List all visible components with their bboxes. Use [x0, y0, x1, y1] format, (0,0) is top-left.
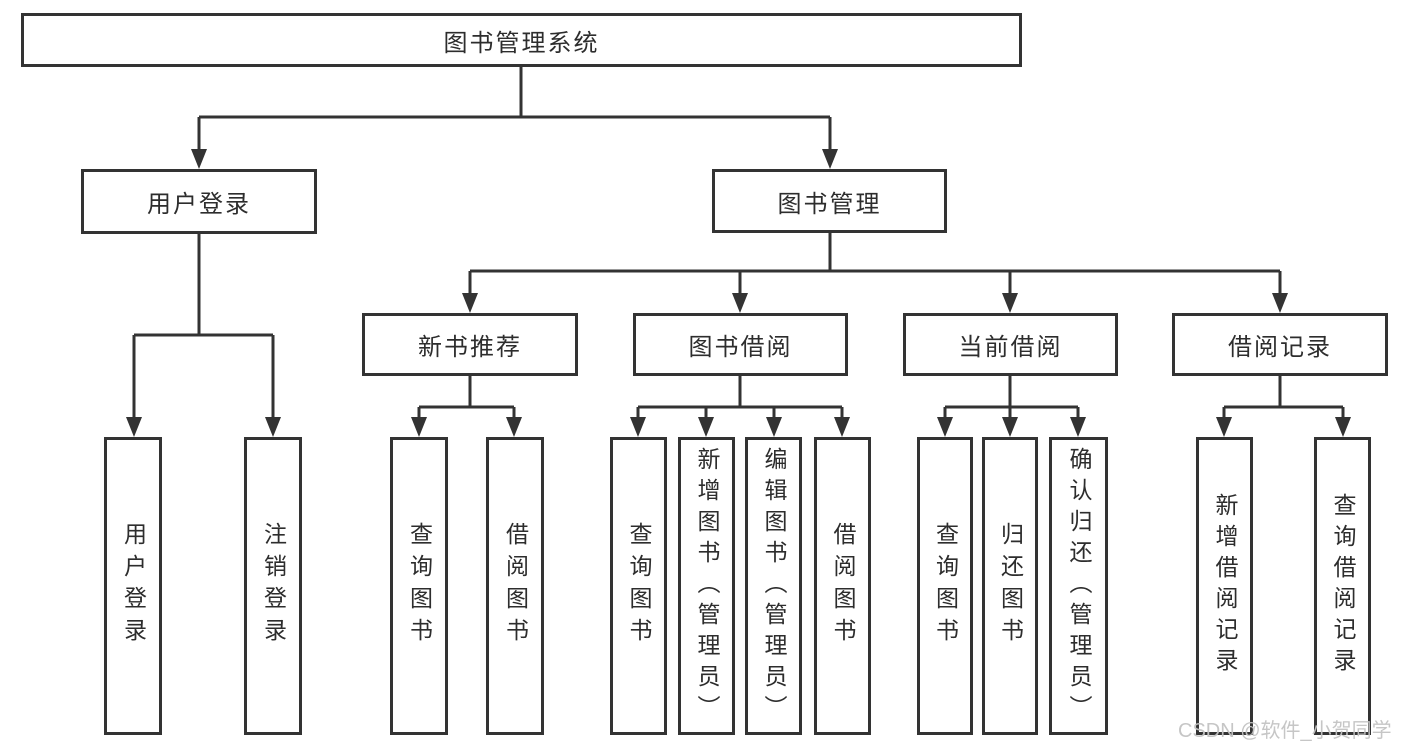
- leaf-borrow-books: 借阅图书: [814, 437, 871, 735]
- node-user-login: 用户登录: [81, 169, 317, 234]
- node-label: 归还图书: [997, 522, 1024, 650]
- csdn-watermark: CSDN @软件_小贺同学: [1178, 720, 1392, 742]
- node-borrowing-records: 借阅记录: [1172, 313, 1388, 376]
- node-label: 新增借阅记录: [1212, 493, 1238, 679]
- node-label: 查询图书: [406, 522, 433, 650]
- leaf-query-borrow-record: 查询借阅记录: [1314, 437, 1371, 735]
- arrowhead-icons: [126, 149, 1351, 437]
- leaf-logout: 注销登录: [244, 437, 302, 735]
- node-label: 注销登录: [260, 522, 287, 650]
- leaf-return-books: 归还图书: [982, 437, 1038, 735]
- node-label: 图书管理: [777, 190, 882, 218]
- leaf-query-books-borrowing: 查询图书: [610, 437, 667, 735]
- leaf-edit-book-admin: 编辑图书（管理员）: [745, 437, 802, 735]
- node-label: 用户登录: [147, 191, 251, 218]
- leaf-query-books-recommend: 查询图书: [390, 437, 448, 735]
- node-label: 当前借阅: [958, 334, 1063, 361]
- node-label: 查询借阅记录: [1330, 493, 1356, 679]
- node-library-management-system: 图书管理系统: [21, 13, 1022, 67]
- node-current-borrowing: 当前借阅: [903, 313, 1118, 376]
- node-label: 确认归还（管理员）: [1066, 446, 1092, 726]
- leaf-user-login: 用户登录: [104, 437, 162, 735]
- leaf-confirm-return-admin: 确认归还（管理员）: [1049, 437, 1108, 735]
- leaf-add-borrow-record: 新增借阅记录: [1196, 437, 1253, 735]
- node-label: 图书借阅: [688, 334, 793, 361]
- node-label: 用户登录: [120, 522, 147, 650]
- leaf-borrow-books-recommend: 借阅图书: [486, 437, 544, 735]
- node-label: 借阅图书: [830, 522, 856, 650]
- node-label: 编辑图书（管理员）: [761, 446, 787, 726]
- node-label: 新增图书（管理员）: [694, 446, 720, 726]
- node-new-book-recommendation: 新书推荐: [362, 313, 578, 376]
- node-label: 查询图书: [932, 522, 959, 650]
- node-label: 借阅图书: [502, 522, 529, 650]
- leaf-add-book-admin: 新增图书（管理员）: [678, 437, 735, 735]
- node-label: 查询图书: [626, 522, 652, 650]
- node-label: 新书推荐: [418, 334, 522, 361]
- node-book-management: 图书管理: [712, 169, 947, 233]
- leaf-query-books-current: 查询图书: [917, 437, 973, 735]
- node-label: 借阅记录: [1228, 334, 1332, 361]
- node-label: 图书管理系统: [443, 29, 600, 57]
- node-book-borrowing: 图书借阅: [633, 313, 848, 376]
